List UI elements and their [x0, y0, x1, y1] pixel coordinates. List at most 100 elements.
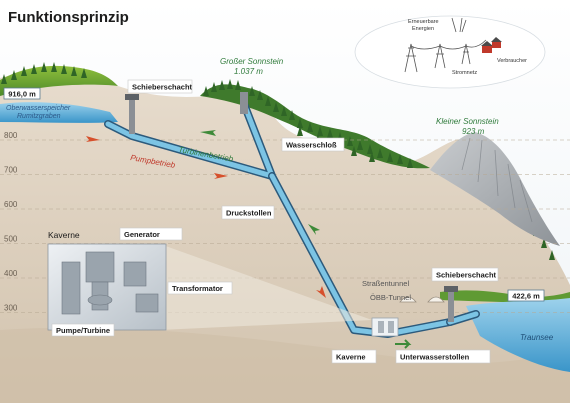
svg-text:1.037 m: 1.037 m [234, 67, 263, 76]
tree [11, 70, 17, 80]
tree [61, 64, 67, 74]
tree [203, 86, 209, 96]
label-lower-gate: Schieberschacht [431, 267, 499, 282]
tree [549, 250, 555, 260]
flow-arrows [86, 130, 412, 349]
svg-text:Schieberschacht: Schieberschacht [436, 271, 497, 280]
tree [367, 144, 373, 154]
tree [387, 152, 393, 162]
turbine-arrow-3 [395, 339, 412, 349]
elevation-tick-label: 600 [4, 200, 18, 209]
pump-arrow-2 [214, 173, 228, 179]
label-road-tunnel: Straßentunnel [362, 279, 409, 288]
label-upper-reservoir: Oberwasserspeicher Rumitzgraben [6, 105, 71, 120]
tree [273, 102, 279, 112]
terrain-lower [0, 327, 570, 403]
tree [249, 86, 255, 96]
tree [297, 126, 303, 136]
label-cavern: Kaverne [331, 349, 377, 364]
svg-text:Pumpe/Turbine: Pumpe/Turbine [56, 326, 110, 335]
tree [257, 90, 263, 100]
elevation-tick-label: 800 [4, 131, 18, 140]
tree [81, 68, 87, 78]
tree [307, 122, 313, 132]
tree [41, 62, 47, 72]
label-surge-tank: Wasserschloß [281, 137, 345, 152]
tree [297, 118, 303, 128]
surge-tank-shaft [240, 92, 248, 114]
upper-reservoir [0, 102, 118, 123]
tree [51, 62, 57, 72]
svg-text:Transformator: Transformator [172, 284, 223, 293]
tree [357, 140, 363, 150]
consumer-houses [481, 37, 502, 53]
label-penstock: Druckstollen [221, 205, 275, 220]
renewable-label-2: Energien [412, 26, 434, 32]
svg-text:916,0 m: 916,0 m [8, 90, 36, 99]
label-upper-gate: Schieberschacht [127, 79, 193, 94]
elevation-tick-label: 500 [4, 235, 18, 244]
tree [1, 74, 7, 84]
energy-cloud: Erneuerbare Energien Stromnetz Verbrauch… [354, 15, 546, 89]
lake-traunsee [466, 298, 570, 372]
tree [369, 152, 375, 162]
renewable-label-1: Erneuerbare [408, 19, 439, 25]
tree [227, 79, 233, 89]
label-upper-level: 916,0 m [3, 87, 41, 100]
tree [265, 96, 271, 106]
svg-text:Großer Sonnstein: Großer Sonnstein [220, 57, 284, 66]
tree [281, 106, 287, 116]
svg-text:422,6 m: 422,6 m [512, 292, 540, 301]
tree [377, 148, 383, 158]
rock-kleiner-sonnstein [430, 132, 560, 246]
tree [235, 80, 241, 90]
label-pump-turbine: Pumpe/Turbine [51, 323, 115, 337]
svg-text:Druckstollen: Druckstollen [226, 209, 272, 218]
svg-text:Generator: Generator [124, 230, 160, 239]
svg-text:Kleiner Sonnstein: Kleiner Sonnstein [436, 117, 499, 126]
label-lake: Traunsee [520, 333, 554, 342]
svg-text:Rumitzgraben: Rumitzgraben [17, 113, 61, 120]
cavern-inset-title: Kaverne [48, 230, 80, 240]
tree [71, 66, 77, 76]
tree [407, 158, 413, 168]
tree [397, 154, 403, 164]
pump-arrow-1 [86, 136, 100, 142]
upper-gate-shaft [125, 94, 139, 134]
page-title: Funktionsprinzip [8, 9, 129, 26]
cavern-block [371, 317, 399, 337]
svg-text:Kaverne: Kaverne [336, 353, 366, 362]
tree [351, 146, 357, 156]
label-peak-small: Kleiner Sonnstein 923 m [436, 117, 499, 136]
turbine-arrow-2 [308, 224, 320, 235]
svg-text:Unterwasserstollen: Unterwasserstollen [400, 353, 470, 362]
tree [541, 238, 547, 248]
label-generator: Generator [119, 227, 183, 241]
svg-text:Oberwasserspeicher: Oberwasserspeicher [6, 105, 71, 112]
tree [211, 82, 217, 92]
lower-gate-shaft [444, 286, 458, 322]
forest-great-sonnstein [200, 84, 430, 169]
power-pylons [404, 17, 487, 73]
label-transformer: Transformator [167, 281, 233, 295]
machine-hall [61, 251, 159, 315]
tree [219, 80, 225, 90]
elevation-tick-label: 400 [4, 269, 18, 278]
tree [289, 110, 295, 120]
tree [327, 128, 333, 138]
tree [347, 136, 353, 146]
label-tailrace: Unterwasserstollen [395, 349, 491, 364]
label-peak-great: Großer Sonnstein 1.037 m [220, 57, 284, 76]
rock-ridges [461, 137, 533, 223]
consumer-label: Verbraucher [497, 58, 527, 64]
conduit-system [104, 100, 480, 338]
label-lower-level: 422,6 m [507, 289, 545, 302]
tree [31, 64, 37, 74]
tree [21, 66, 27, 76]
tree [317, 126, 323, 136]
label-rail-tunnel: ÖBB-Tunnel [370, 293, 411, 302]
tunnel-portals [399, 296, 445, 303]
elevation-tick-label: 700 [4, 166, 18, 175]
